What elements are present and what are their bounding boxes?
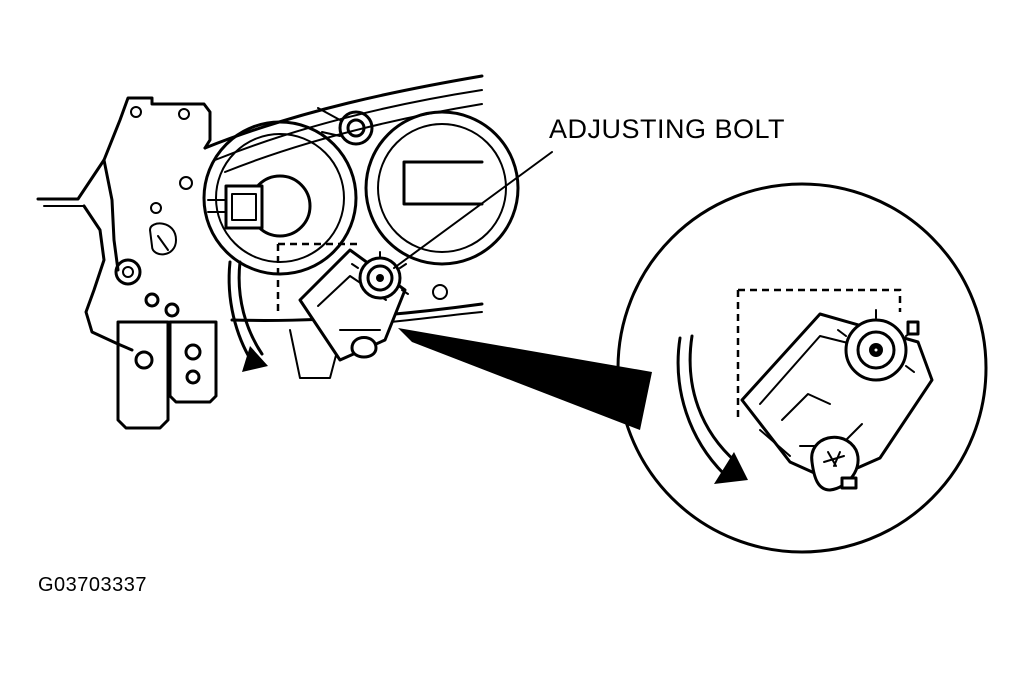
magnification-wedge: [398, 328, 652, 430]
adjusting-bolt-label: ADJUSTING BOLT: [549, 114, 786, 144]
adjusting-bolt: [351, 251, 409, 300]
figure-id: G03703337: [38, 574, 148, 596]
headlamp-assembly: [36, 74, 520, 430]
callout-leader-line: [393, 151, 553, 269]
detail-view: [616, 182, 988, 554]
